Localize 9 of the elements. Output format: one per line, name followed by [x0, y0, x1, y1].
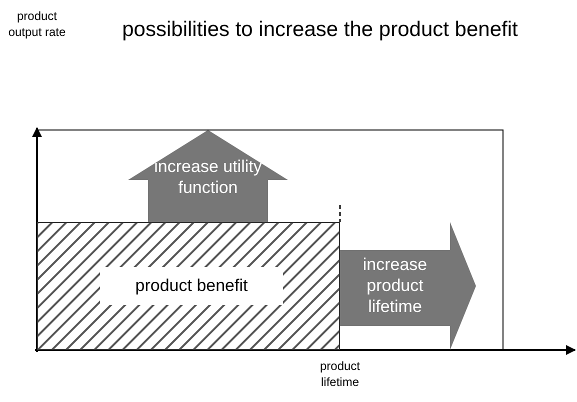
hatched-area: [37, 222, 340, 350]
area-label: product benefit: [100, 267, 283, 305]
axis-label: product output rate: [7, 8, 67, 40]
up-arrow: [128, 130, 288, 222]
diagram-title: possibilities to increase the product benefit: [121, 17, 519, 43]
arrow-label: increase utility function: [153, 156, 263, 198]
arrow-label: increase product lifetime: [362, 254, 428, 317]
right-arrow: [340, 222, 476, 350]
axis-label: product lifetime: [318, 358, 362, 390]
